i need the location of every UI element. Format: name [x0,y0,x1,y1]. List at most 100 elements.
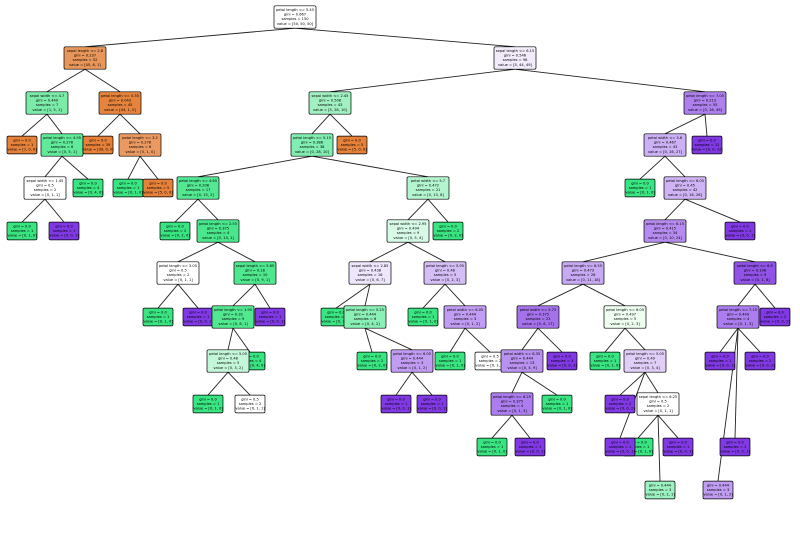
tree-node-text: value = [5, 44, 49] [498,63,533,67]
tree-node-text: gini = 0.237 [74,54,96,58]
tree-node-text: gini = 0.0 [55,224,73,228]
tree-edge [119,113,141,135]
tree-edge [364,328,373,353]
tree-node-text: samples = 5 [614,317,637,321]
tree-node-box [719,437,751,457]
tree-edge [422,283,446,309]
tree-node-text: value = [5, 0, 0] [143,191,173,195]
tree-node-text: gini = 0.375 [527,313,549,317]
tree-node-text: value = [0, 16, 49] [688,108,723,112]
tree-node-text: petal length <= 5.05 [209,352,247,356]
tree-node-text: samples = 9 [397,231,420,235]
tree-node-box [541,394,573,414]
tree-node-text: gini = 0.5 [481,354,499,358]
tree-node-text: sepal width <= 4.7 [30,94,65,98]
tree-node-text: samples = 1 [11,143,34,147]
tree-node-box [623,349,667,373]
tree-node-text: value = [0, 1, 1] [643,409,673,413]
tree-edge [232,283,256,307]
tree-edge [335,283,371,309]
tree-node-text: gini = 0.0 [521,440,539,444]
tree-node-box [234,394,266,414]
tree-node-text: sepal width <= 2.95 [390,222,427,226]
tree-node-text: samples = 1 [481,445,504,449]
tree-node-text: value = [0, 1, 0] [7,234,37,238]
tree-node-text: gini = 0.48 [435,269,456,273]
tree-node-text: petal width <= 6.35 [504,352,540,356]
tree-node-box [118,133,162,157]
tree-node-text: value = [0, 5, 1] [47,150,77,154]
tree-node-box [206,349,250,373]
tree-edge [624,327,646,351]
tree-node-text: value = [0, 1, 1] [235,407,265,411]
tree-node-text: value = [0, 0, 2] [605,407,635,411]
tree-edge [197,155,313,178]
tree-node-box [176,176,220,200]
tree-node-text: gini = 0.0 [79,181,97,185]
tree-node-text: gini = 0.0 [441,354,459,358]
tree-node-text: samples = 1 [594,359,617,363]
tree-node-text: samples = 1 [187,315,210,319]
tree-node-text: gini = 0.0 [343,138,361,142]
tree-node-text: value = [0, 2, 1] [645,493,675,497]
tree-node-box [192,394,224,414]
tree-node-text: gini = 0.0 [189,310,207,314]
tree-node-text: value = [0, 13, 1] [202,236,234,240]
tree-node-text: gini = 0.0 [611,440,629,444]
tree-edge [174,198,199,223]
tree-node-text: petal length <= 7.15 [719,308,757,312]
tree-node-text: value = [0, 0, 1] [49,234,79,238]
tree-node-box [63,46,107,70]
tree-node-text: gini = 0.0 [13,224,31,228]
tree-node-text: samples = 2 [609,402,632,406]
tree-node-text: value = [0, 6, 7] [355,278,385,282]
tree-node-text: gini = 0.0 [726,440,744,444]
tree-node-text: gini = 0.472 [417,184,439,188]
tree-node-text: gini = 0.0 [13,138,31,142]
tree-node-text: gini = 0.444 [649,483,672,487]
tree-node-text: gini = 0.5 [649,400,667,404]
tree-edge [364,327,413,351]
tree-node-box [490,392,534,416]
tree-node-box [443,305,487,329]
tree-node-text: samples = 1 [11,229,34,233]
tree-edge [737,327,761,353]
tree-node-text: value = [0, 1, 0] [623,450,653,454]
tree-edge [139,155,159,180]
tree-node-text: gini = 0.278 [51,141,74,145]
tree-node-text: samples = 9 [222,317,245,321]
tree-node-text: value = [0, 4, 0] [73,191,103,195]
tree-node-text: samples = 7 [36,103,59,107]
tree-node-text: value = [0, 0, 1] [705,364,735,368]
tree-node-text: value = [0, 16, 26] [668,193,703,197]
tree-edge [521,371,558,396]
tree-node-box [603,305,647,329]
tree-node-box [759,307,791,327]
tree-node-text: samples = 1 [421,402,444,406]
tree-node-text: value = [0, 0, 1] [663,450,693,454]
tree-node-text: samples = 6 [354,317,377,321]
tree-edge [227,328,234,350]
tree-edge [491,414,513,439]
tree-node-text: samples = 12 [695,143,720,147]
tree-edge [582,241,666,263]
tree-node-text: gini = 0.0 [261,310,279,314]
tree-node-text: value = [0, 13, 8] [412,193,444,197]
tree-node-text: samples = 150 [281,17,309,21]
tree-node-text: gini = 0.213 [694,99,716,103]
